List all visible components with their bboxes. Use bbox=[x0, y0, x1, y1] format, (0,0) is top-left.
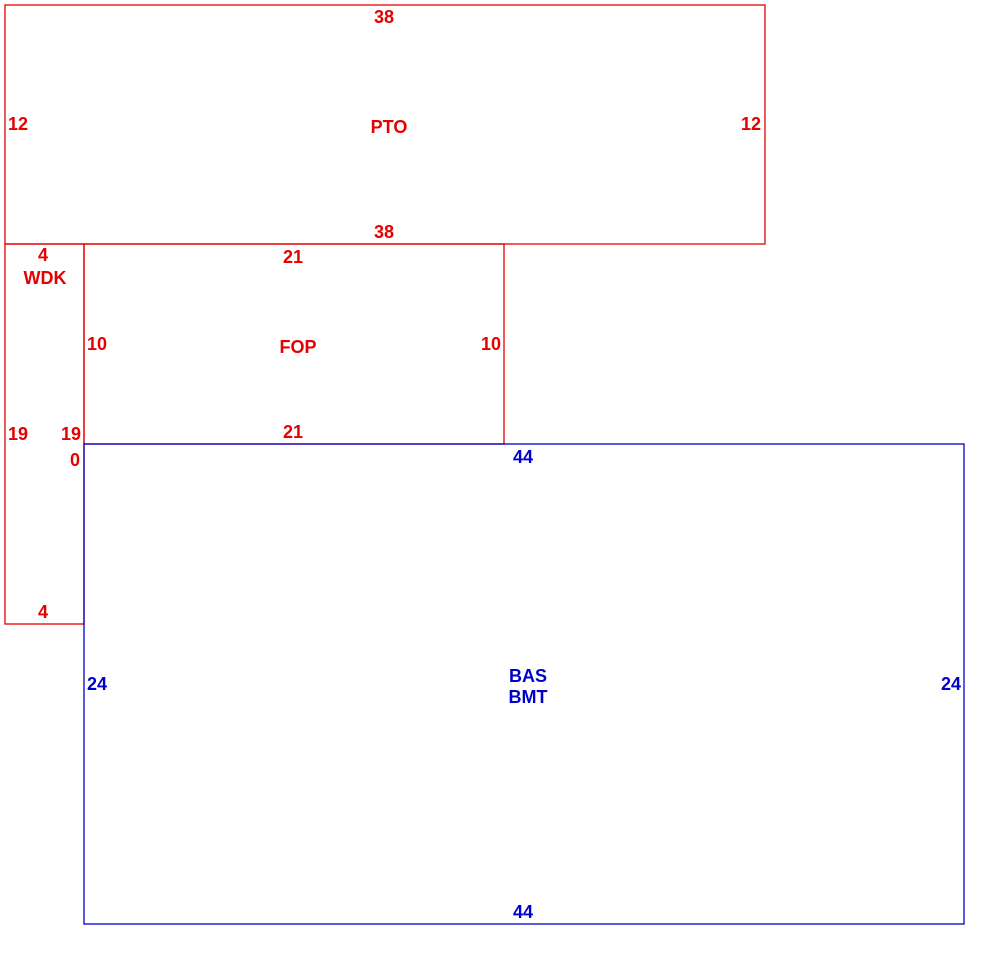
pto-right-dim: 12 bbox=[741, 114, 761, 134]
bas-outline bbox=[83, 443, 965, 925]
pto-bottom-dim: 38 bbox=[374, 222, 394, 242]
bas-bottom-dim: 44 bbox=[513, 902, 533, 922]
wdk-label: WDK bbox=[24, 268, 67, 288]
fop-top-dim: 21 bbox=[283, 247, 303, 267]
fop-right-dim: 10 bbox=[481, 334, 501, 354]
bas-left-dim: 24 bbox=[87, 674, 107, 694]
wdk-top-dim: 4 bbox=[38, 245, 48, 265]
wdk-bottom-dim: 4 bbox=[38, 602, 48, 622]
pto-top-dim: 38 bbox=[374, 7, 394, 27]
bas-label: BAS bbox=[509, 666, 547, 686]
fop-left-dim: 10 bbox=[87, 334, 107, 354]
wdk-left-dim: 19 bbox=[8, 424, 28, 444]
wdk-corner-dim: 0 bbox=[70, 450, 80, 470]
fop-bottom-dim: 21 bbox=[283, 422, 303, 442]
pto-label: PTO bbox=[371, 117, 408, 137]
bas-right-dim: 24 bbox=[941, 674, 961, 694]
pto-left-dim: 12 bbox=[8, 114, 28, 134]
bmt-label: BMT bbox=[509, 687, 548, 707]
bas-top-dim: 44 bbox=[513, 447, 533, 467]
wdk-right-dim: 19 bbox=[61, 424, 81, 444]
fop-label: FOP bbox=[279, 337, 316, 357]
